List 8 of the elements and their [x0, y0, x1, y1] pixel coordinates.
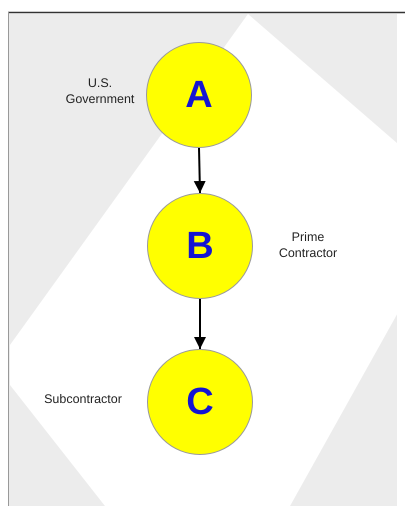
role-label: Subcontractor [43, 392, 123, 408]
node-letter: C [186, 380, 214, 424]
node-letter: A [185, 74, 213, 116]
node-letter: B [186, 224, 214, 268]
role-label: U.S. Government [65, 76, 135, 108]
arrow [194, 148, 206, 194]
arrow [194, 299, 206, 349]
role-label: Prime Contractor [278, 230, 338, 262]
